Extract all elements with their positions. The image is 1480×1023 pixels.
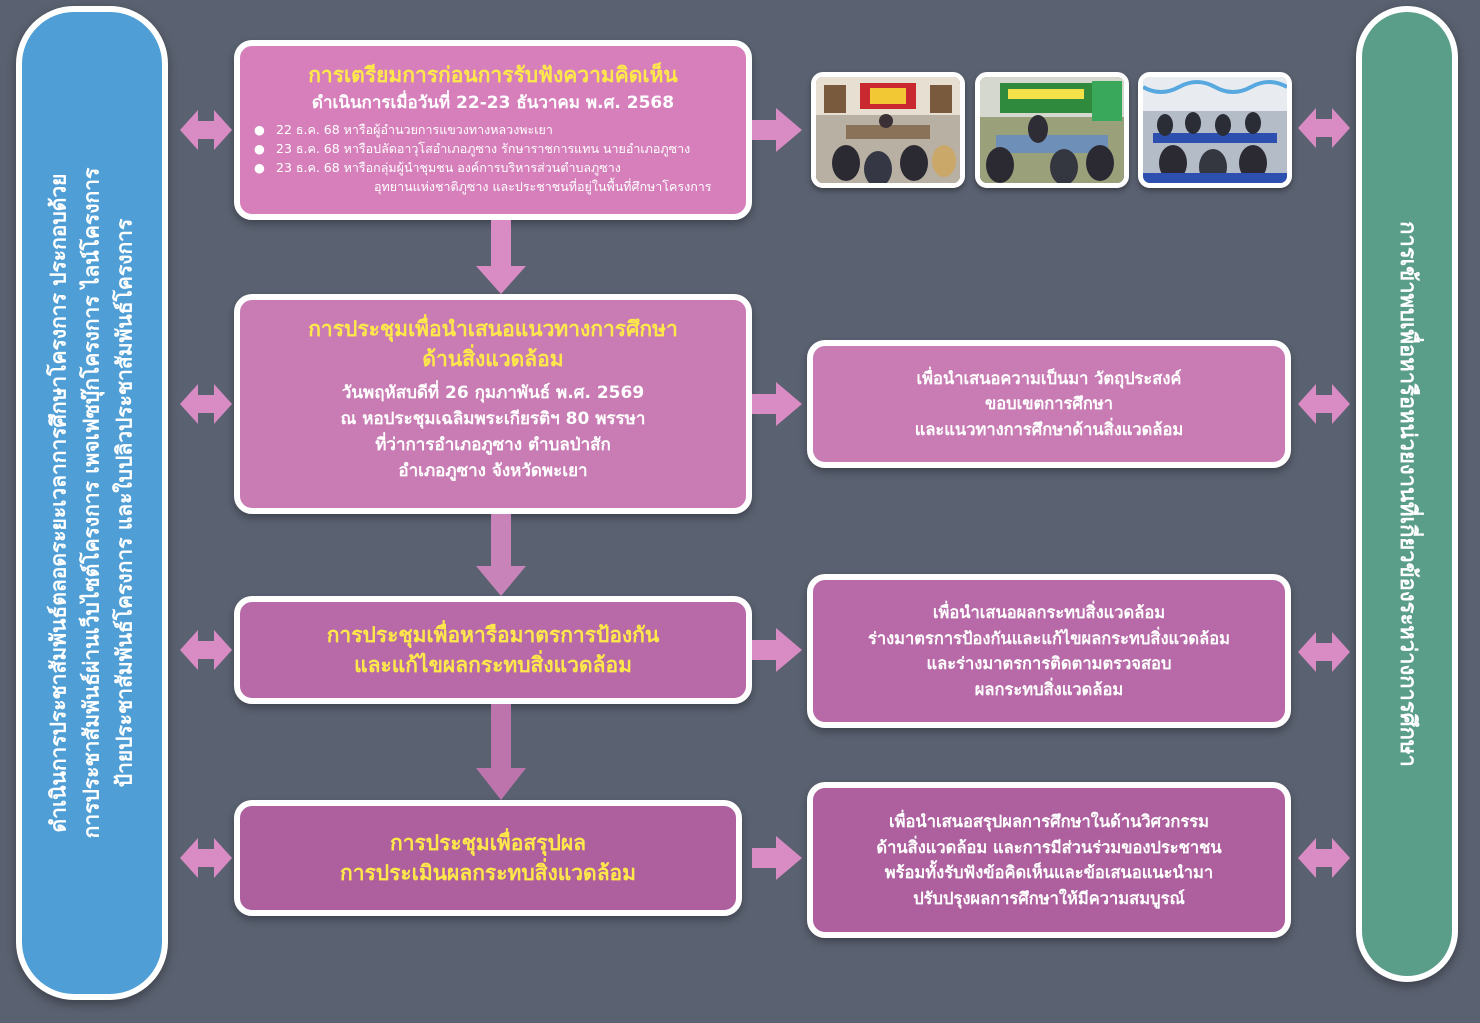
step3-mitigation-meeting-box: การประชุมเพื่อหารือมาตรการป้องกัน และแก้… — [234, 596, 752, 704]
step2-detail-line-3: ที่ว่าการอำเภอภูซาง ตำบลป่าสัก — [375, 435, 611, 455]
down-arrow-icon — [476, 220, 526, 294]
right-arrow-icon — [752, 108, 802, 152]
step2-detail-line-2: ณ หอประชุมเฉลิมพระเกียรติฯ 80 พรรษา — [340, 409, 646, 429]
down-arrow-icon — [476, 704, 526, 800]
step3-result-line-2: ร่างมาตรการป้องกันและแก้ไขผลกระทบสิ่งแวด… — [867, 628, 1231, 648]
step2-result-line-3: และแนวทางการศึกษาด้านสิ่งแวดล้อม — [914, 419, 1184, 439]
double-arrow-icon — [1298, 108, 1350, 148]
step3-result-line-1: เพื่อนำเสนอผลกระทบสิ่งแวดล้อม — [932, 603, 1166, 622]
step3-result-line-3: และร่างมาตรการติดตามตรวจสอบ — [926, 654, 1172, 673]
step1-subtitle: ดำเนินการเมื่อวันที่ 22-23 ธันวาคม พ.ศ. … — [311, 93, 675, 113]
step2-result-line-1: เพื่อนำเสนอความเป็นมา วัตถุประสงค์ — [916, 368, 1182, 388]
right-arrow-icon — [752, 628, 802, 672]
double-arrow-icon — [180, 838, 232, 878]
step2-result-line-2: ขอบเขตการศึกษา — [984, 394, 1113, 414]
step3-result-text: เพื่อนำเสนอผลกระทบสิ่งแวดล้อม ร่างมาตรกา… — [868, 600, 1230, 702]
left-panel-line-3: ป้ายประชาสัมพันธ์โครงการ และใบปลิวประชาส… — [112, 218, 137, 788]
double-arrow-icon — [180, 110, 232, 150]
step4-result-line-1: เพื่อนำเสนอสรุปผลการศึกษาในด้านวิศวกรรม — [889, 812, 1209, 831]
step2-detail-line-4: อำเภอภูซาง จังหวัดพะเยา — [398, 461, 588, 481]
step1-bullet-2: ●23 ธ.ค. 68 หารือปลัดอาวุโสอำเภอภูซาง รั… — [254, 141, 691, 156]
step2-result-text: เพื่อนำเสนอความเป็นมา วัตถุประสงค์ ขอบเข… — [915, 366, 1184, 443]
step3-result-line-4: ผลกระทบสิ่งแวดล้อม — [974, 679, 1124, 699]
step2-result-box: เพื่อนำเสนอความเป็นมา วัตถุประสงค์ ขอบเข… — [807, 340, 1291, 468]
left-publicity-panel: ดำเนินการประชาสัมพันธ์ตลอดระยะเวลาการศึก… — [16, 6, 168, 1000]
step3-result-box: เพื่อนำเสนอผลกระทบสิ่งแวดล้อม ร่างมาตรกา… — [807, 574, 1291, 728]
right-panel-text: การเข้าพบเพื่อหารือหน่วยงานที่เกี่ยวข้อง… — [1395, 221, 1420, 767]
step1-title: การเตรียมการก่อนการรับฟังความคิดเห็น — [308, 63, 678, 87]
step2-title-line-2: ด้านสิ่งแวดล้อม — [422, 347, 564, 371]
down-arrow-icon — [476, 514, 526, 596]
step4-result-text: เพื่อนำเสนอสรุปผลการศึกษาในด้านวิศวกรรม … — [876, 809, 1221, 911]
step2-detail-line-1: วันพฤหัสบดีที่ 26 กุมภาพันธ์ พ.ศ. 2569 — [341, 383, 645, 403]
right-arrow-icon — [752, 836, 802, 880]
right-consultation-panel: การเข้าพบเพื่อหารือหน่วยงานที่เกี่ยวข้อง… — [1356, 6, 1458, 982]
meeting-photo-icon — [980, 77, 1124, 183]
step4-result-line-3: พร้อมทั้งรับฟังข้อคิดเห็นและข้อเสนอแนะนำ… — [884, 863, 1214, 882]
right-arrow-icon — [752, 382, 802, 426]
double-arrow-icon — [1298, 838, 1350, 878]
step4-title-line-2: การประเมินผลกระทบสิ่งแวดล้อม — [339, 861, 637, 885]
meeting-photo-3 — [1138, 72, 1292, 188]
left-panel-line-2: การประชาสัมพันธ์ผ่านเว็บไซต์โครงการ เพจเ… — [79, 167, 104, 839]
step4-result-line-2: ด้านสิ่งแวดล้อม และการมีส่วนร่วมของประชา… — [876, 837, 1222, 857]
step1-preparation-box: การเตรียมการก่อนการรับฟังความคิดเห็น ดำเ… — [234, 40, 752, 220]
step1-bullet-3: ●23 ธ.ค. 68 หารือกลุ่มผู้นำชุมชน องค์การ… — [254, 160, 621, 175]
step1-bullet-3-continued: อุทยานแห่งชาติภูซาง และประชาชนที่อยู่ในพ… — [374, 179, 712, 194]
left-panel-text: ดำเนินการประชาสัมพันธ์ตลอดระยะเวลาการศึก… — [43, 63, 142, 943]
meeting-photo-1 — [811, 72, 965, 188]
step4-title-line-1: การประชุมเพื่อสรุปผล — [389, 831, 586, 855]
step4-result-line-4: ปรับปรุงผลการศึกษาให้มีความสมบูรณ์ — [913, 888, 1185, 908]
step4-summary-meeting-box: การประชุมเพื่อสรุปผล การประเมินผลกระทบสิ… — [234, 800, 742, 916]
step2-approach-meeting-box: การประชุมเพื่อนำเสนอแนวทางการศึกษา ด้านส… — [234, 294, 752, 514]
step4-result-box: เพื่อนำเสนอสรุปผลการศึกษาในด้านวิศวกรรม … — [807, 782, 1291, 938]
double-arrow-icon — [1298, 384, 1350, 424]
meeting-photo-2 — [975, 72, 1129, 188]
double-arrow-icon — [1298, 632, 1350, 672]
step1-bullet-1: ●22 ธ.ค. 68 หารือผู้อำนวยการแขวงทางหลวงพ… — [254, 122, 553, 137]
double-arrow-icon — [180, 384, 232, 424]
left-panel-line-1: ดำเนินการประชาสัมพันธ์ตลอดระยะเวลาการศึก… — [46, 173, 71, 833]
step2-title-line-1: การประชุมเพื่อนำเสนอแนวทางการศึกษา — [308, 317, 678, 341]
step3-title-line-2: และแก้ไขผลกระทบสิ่งแวดล้อม — [354, 653, 632, 677]
step3-title-line-1: การประชุมเพื่อหารือมาตรการป้องกัน — [326, 623, 660, 647]
meeting-photo-icon — [816, 77, 960, 183]
meeting-photo-icon — [1143, 77, 1287, 183]
double-arrow-icon — [180, 630, 232, 670]
